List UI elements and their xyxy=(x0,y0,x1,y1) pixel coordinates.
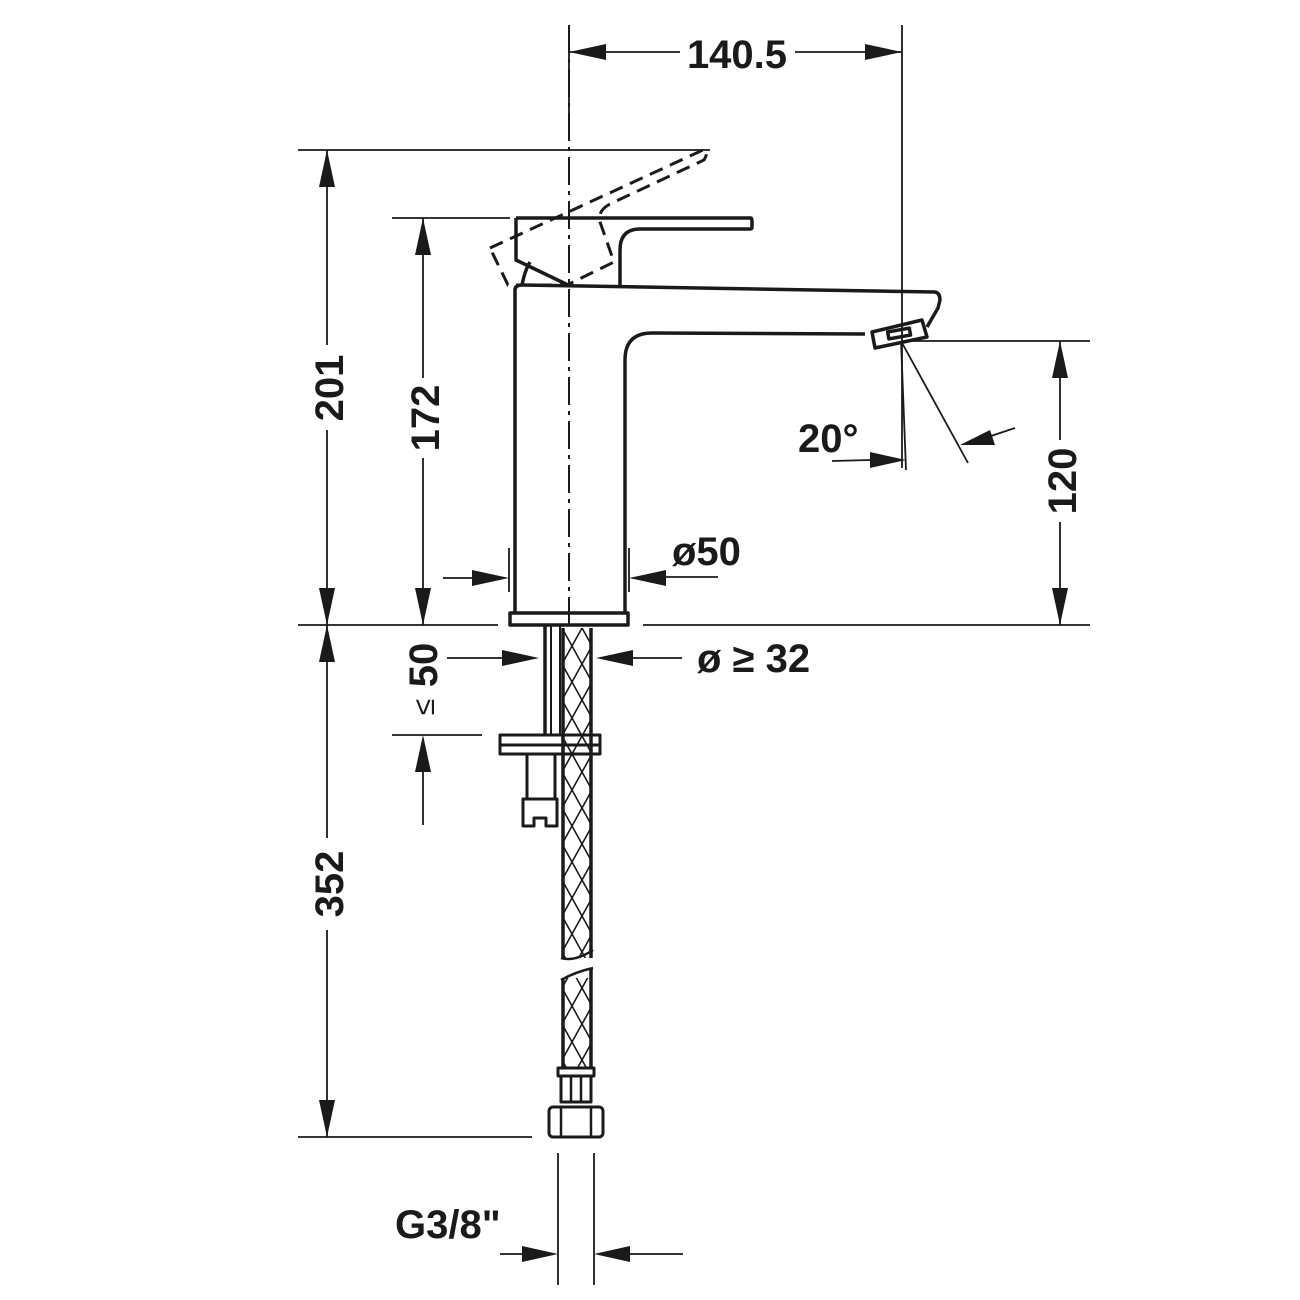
dimension-spray-angle: 20° xyxy=(798,340,1016,471)
spray-angle-label: 20° xyxy=(798,417,859,461)
body-diameter-label: ø50 xyxy=(672,530,741,574)
deck-thickness-value: 50 xyxy=(402,643,446,688)
total-height-label: 201 xyxy=(308,355,352,422)
outlet-height-label: 120 xyxy=(1041,448,1085,515)
connection-thread-label: G3/8" xyxy=(395,1203,501,1247)
dimension-connection-thread: G3/8" xyxy=(395,1153,683,1285)
dimension-deck-thickness: 50 ≤ xyxy=(392,643,482,825)
spout-reach-label: 140.5 xyxy=(687,33,787,77)
dimension-spout-reach: 140.5 xyxy=(568,25,903,468)
braided-hose xyxy=(547,628,605,1139)
lever-handle xyxy=(514,216,754,287)
dimension-outlet-height: 120 xyxy=(910,340,1090,625)
faucet-body xyxy=(508,283,942,627)
deck-thickness-symbol: ≤ xyxy=(408,699,441,715)
dimension-hose-length: 352 xyxy=(298,625,532,1138)
dimension-spout-top-height: 172 xyxy=(392,217,510,625)
spout-top-height-label: 172 xyxy=(404,385,448,452)
dimension-hole-diameter: ø ≥ 32 xyxy=(447,637,810,681)
lever-open-position xyxy=(487,148,709,287)
hole-diameter-label: ø ≥ 32 xyxy=(697,637,810,681)
mounting-shank xyxy=(498,625,602,828)
hose-length-label: 352 xyxy=(308,851,352,918)
dimension-body-diameter: ø50 xyxy=(443,530,741,592)
dimension-total-height: 201 xyxy=(298,149,1090,626)
